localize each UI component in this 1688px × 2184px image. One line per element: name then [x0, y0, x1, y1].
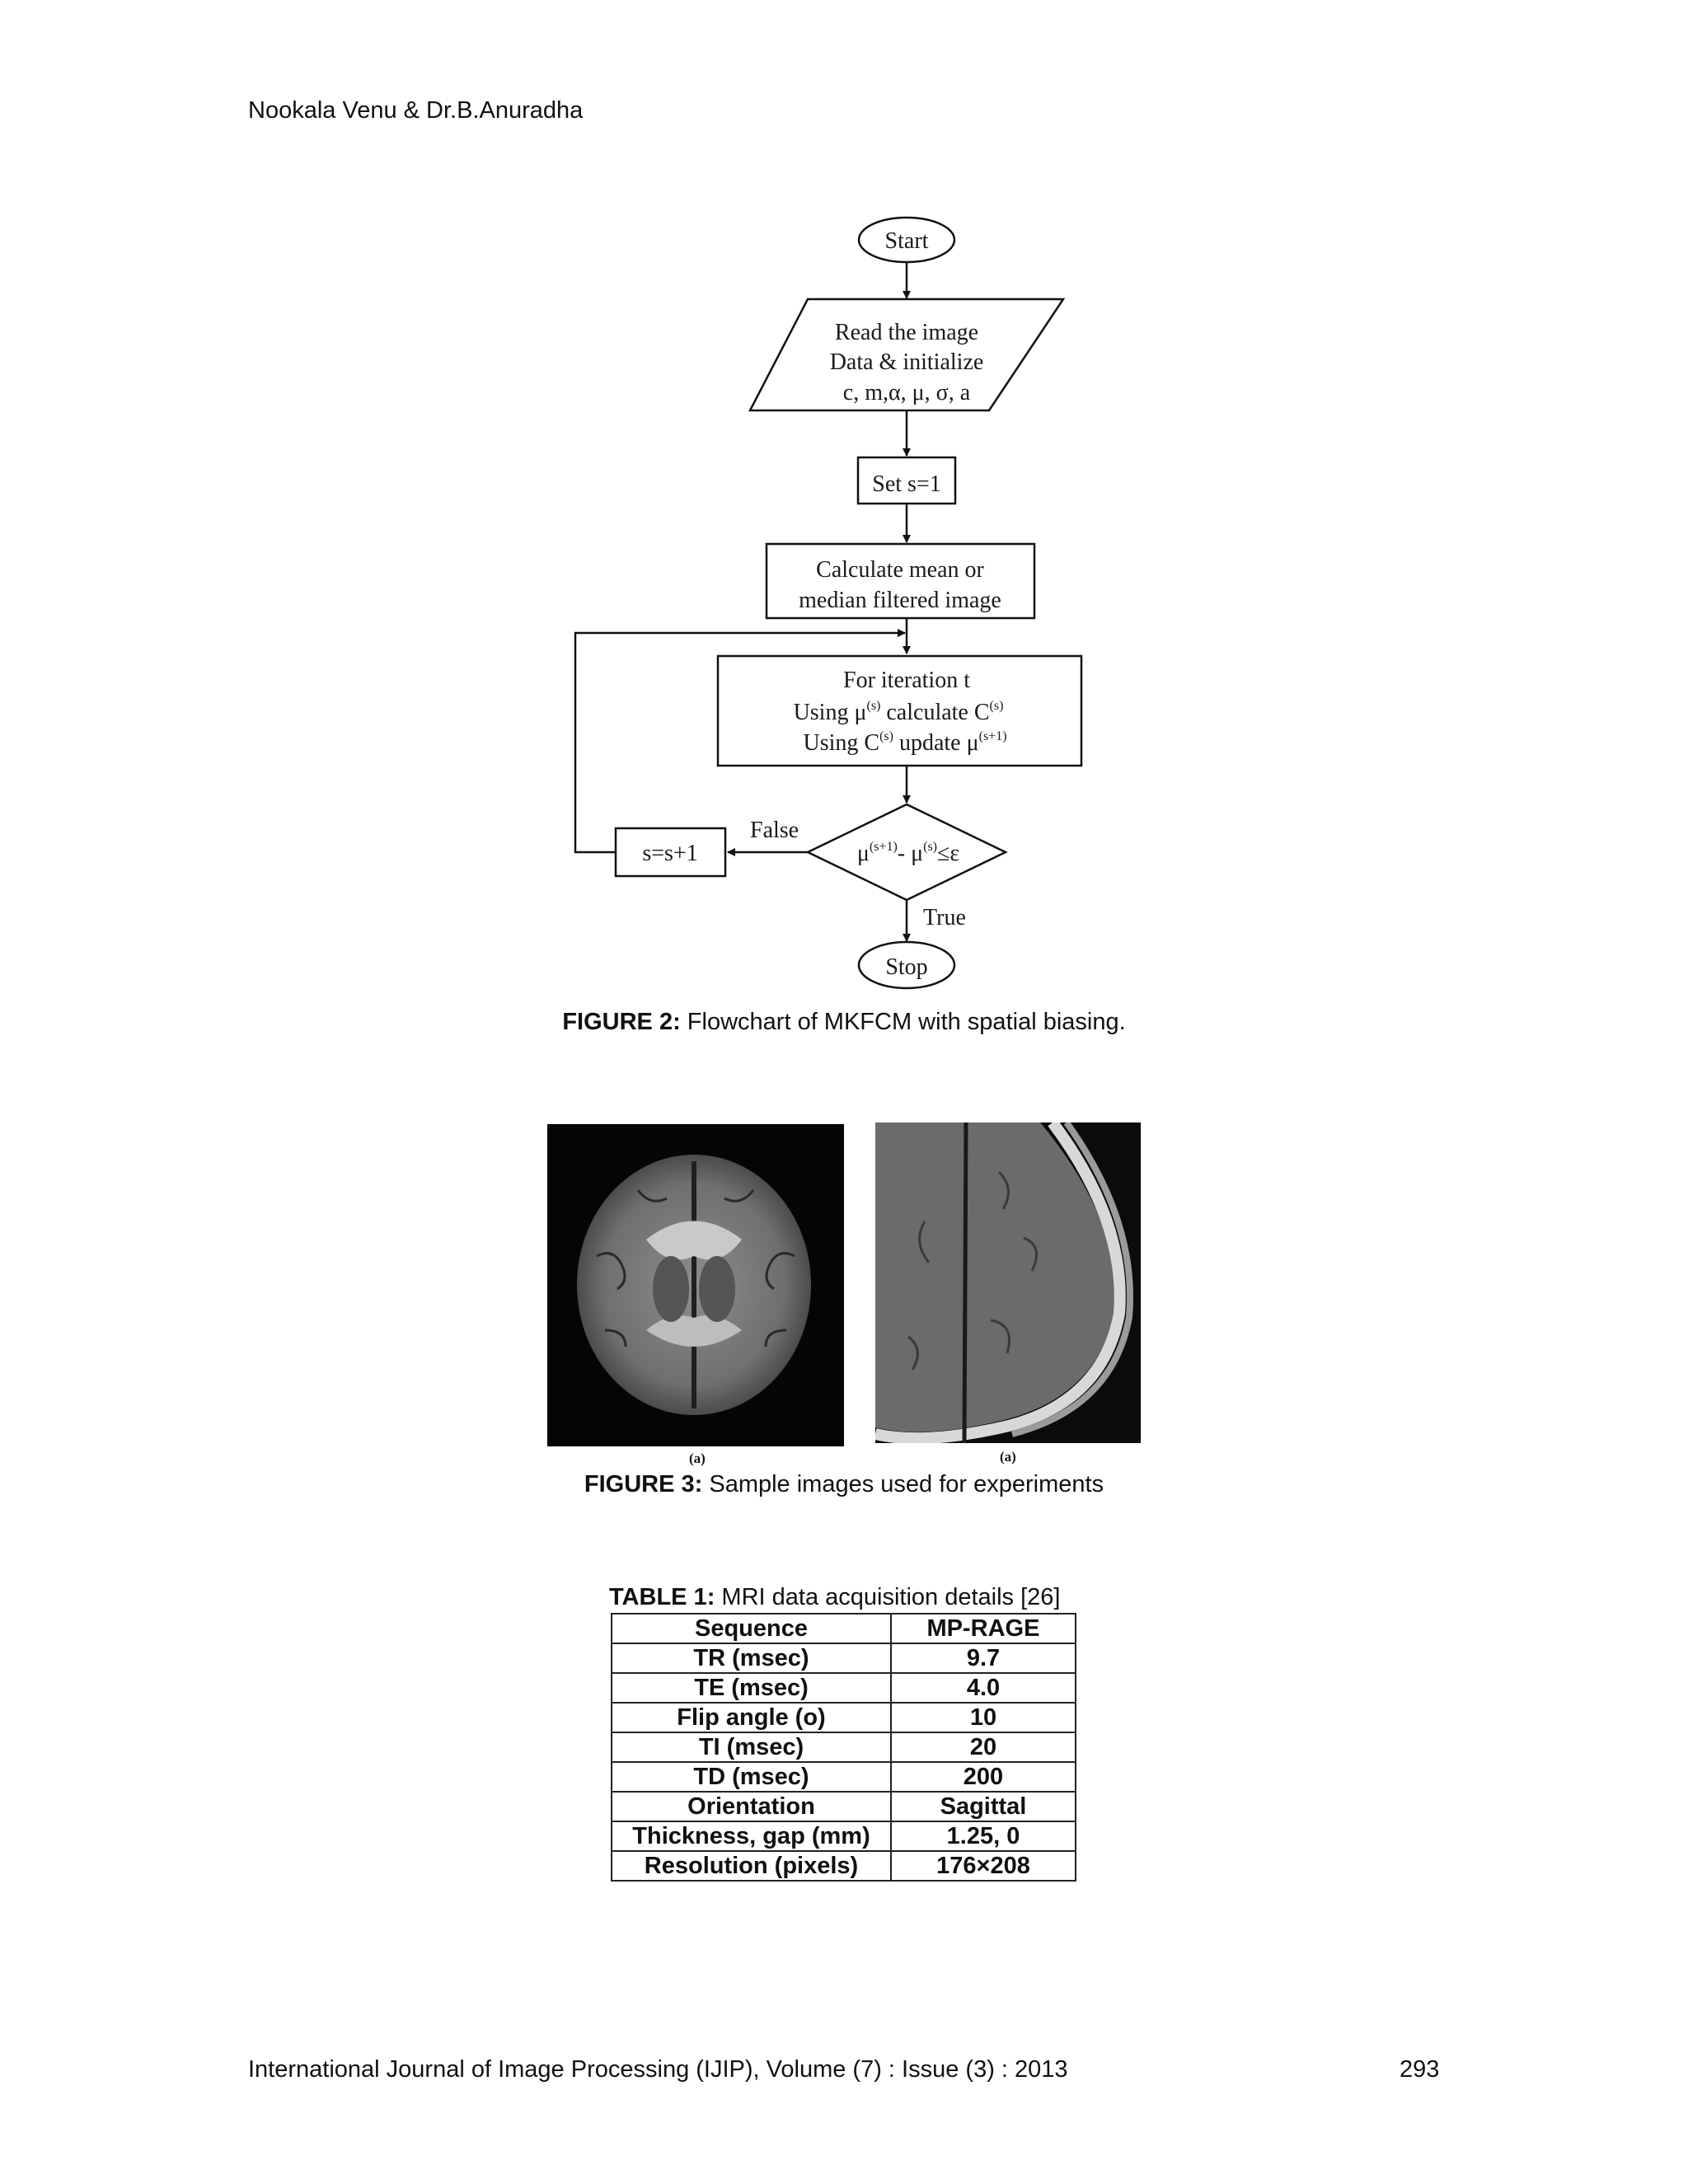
table-cell-parameter: Orientation [611, 1791, 892, 1822]
iteration-label-line2: Using μ(s) calculate C(s) [794, 699, 1004, 725]
iteration-label-line3: Using C(s) update μ(s+1) [803, 729, 1006, 756]
table-row: Resolution (pixels)176×208 [611, 1850, 1076, 1882]
table1-caption: TABLE 1: MRI data acquisition details [2… [609, 1584, 1061, 1610]
read-label-line2: Data & initialize [830, 349, 984, 375]
increment-label: s=s+1 [642, 841, 697, 866]
start-label: Start [885, 228, 929, 254]
iteration-label-line1: For iteration t [843, 668, 970, 693]
table-cell-value: 4.0 [890, 1672, 1076, 1704]
table-cell-value: 176×208 [890, 1850, 1076, 1882]
table-cell-value: MP-RAGE [890, 1613, 1076, 1644]
table-cell-parameter: Sequence [611, 1613, 892, 1644]
decision-label: μ(s+1)- μ(s)≤ε [857, 840, 959, 866]
table-row: TR (msec)9.7 [611, 1643, 1076, 1674]
calculate-filter-box [765, 542, 1036, 620]
calculate-label-line2: median filtered image [799, 588, 1001, 613]
table-row: TE (msec)4.0 [611, 1672, 1076, 1704]
table-cell-value: 1.25, 0 [890, 1821, 1076, 1852]
table-row: TD (msec)200 [611, 1761, 1076, 1793]
iteration-box [716, 654, 1083, 767]
footer-page-number: 293 [1400, 2056, 1440, 2083]
running-head: Nookala Venu & Dr.B.Anuradha [248, 97, 584, 124]
table-cell-parameter: TR (msec) [611, 1643, 892, 1674]
table-cell-value: 9.7 [890, 1643, 1076, 1674]
table-cell-parameter: Flip angle (o) [611, 1702, 892, 1733]
table-row: Flip angle (o)10 [611, 1702, 1076, 1733]
table-cell-value: Sagittal [890, 1791, 1076, 1822]
true-label: True [923, 905, 966, 930]
figure2-caption: FIGURE 2: Flowchart of MKFCM with spatia… [562, 1009, 1126, 1035]
table-cell-value: 200 [890, 1761, 1076, 1793]
read-label-line3: c, m,α, μ, σ, a [843, 380, 971, 405]
table-row: TI (msec)20 [611, 1732, 1076, 1763]
read-input-box [748, 298, 1066, 412]
table-cell-parameter: TE (msec) [611, 1672, 892, 1704]
table-cell-value: 20 [890, 1732, 1076, 1763]
calculate-label-line1: Calculate mean or [816, 557, 984, 583]
figure3-left-sublabel: (a) [689, 1451, 706, 1466]
set-s-label: Set s=1 [872, 471, 940, 497]
figure3-caption: FIGURE 3: Sample images used for experim… [584, 1471, 1104, 1497]
flowchart-figure: Start Read the image Data & initialize c… [574, 216, 1083, 990]
table-row: Thickness, gap (mm)1.25, 0 [611, 1821, 1076, 1852]
table-cell-parameter: Thickness, gap (mm) [611, 1821, 892, 1852]
table-cell-value: 10 [890, 1702, 1076, 1733]
stop-terminal [857, 940, 956, 990]
figure3-right-sublabel: (a) [1000, 1449, 1016, 1465]
footer-journal: International Journal of Image Processin… [248, 2056, 1068, 2083]
stop-label: Stop [885, 954, 927, 980]
table-cell-parameter: Resolution (pixels) [611, 1850, 892, 1882]
false-label: False [750, 818, 799, 843]
mri-axial-image [547, 1124, 844, 1446]
table-cell-parameter: TI (msec) [611, 1732, 892, 1763]
set-s-box [856, 456, 957, 505]
table-cell-parameter: TD (msec) [611, 1761, 892, 1793]
mri-sagittal-image [875, 1122, 1141, 1443]
read-label-line1: Read the image [835, 320, 978, 345]
